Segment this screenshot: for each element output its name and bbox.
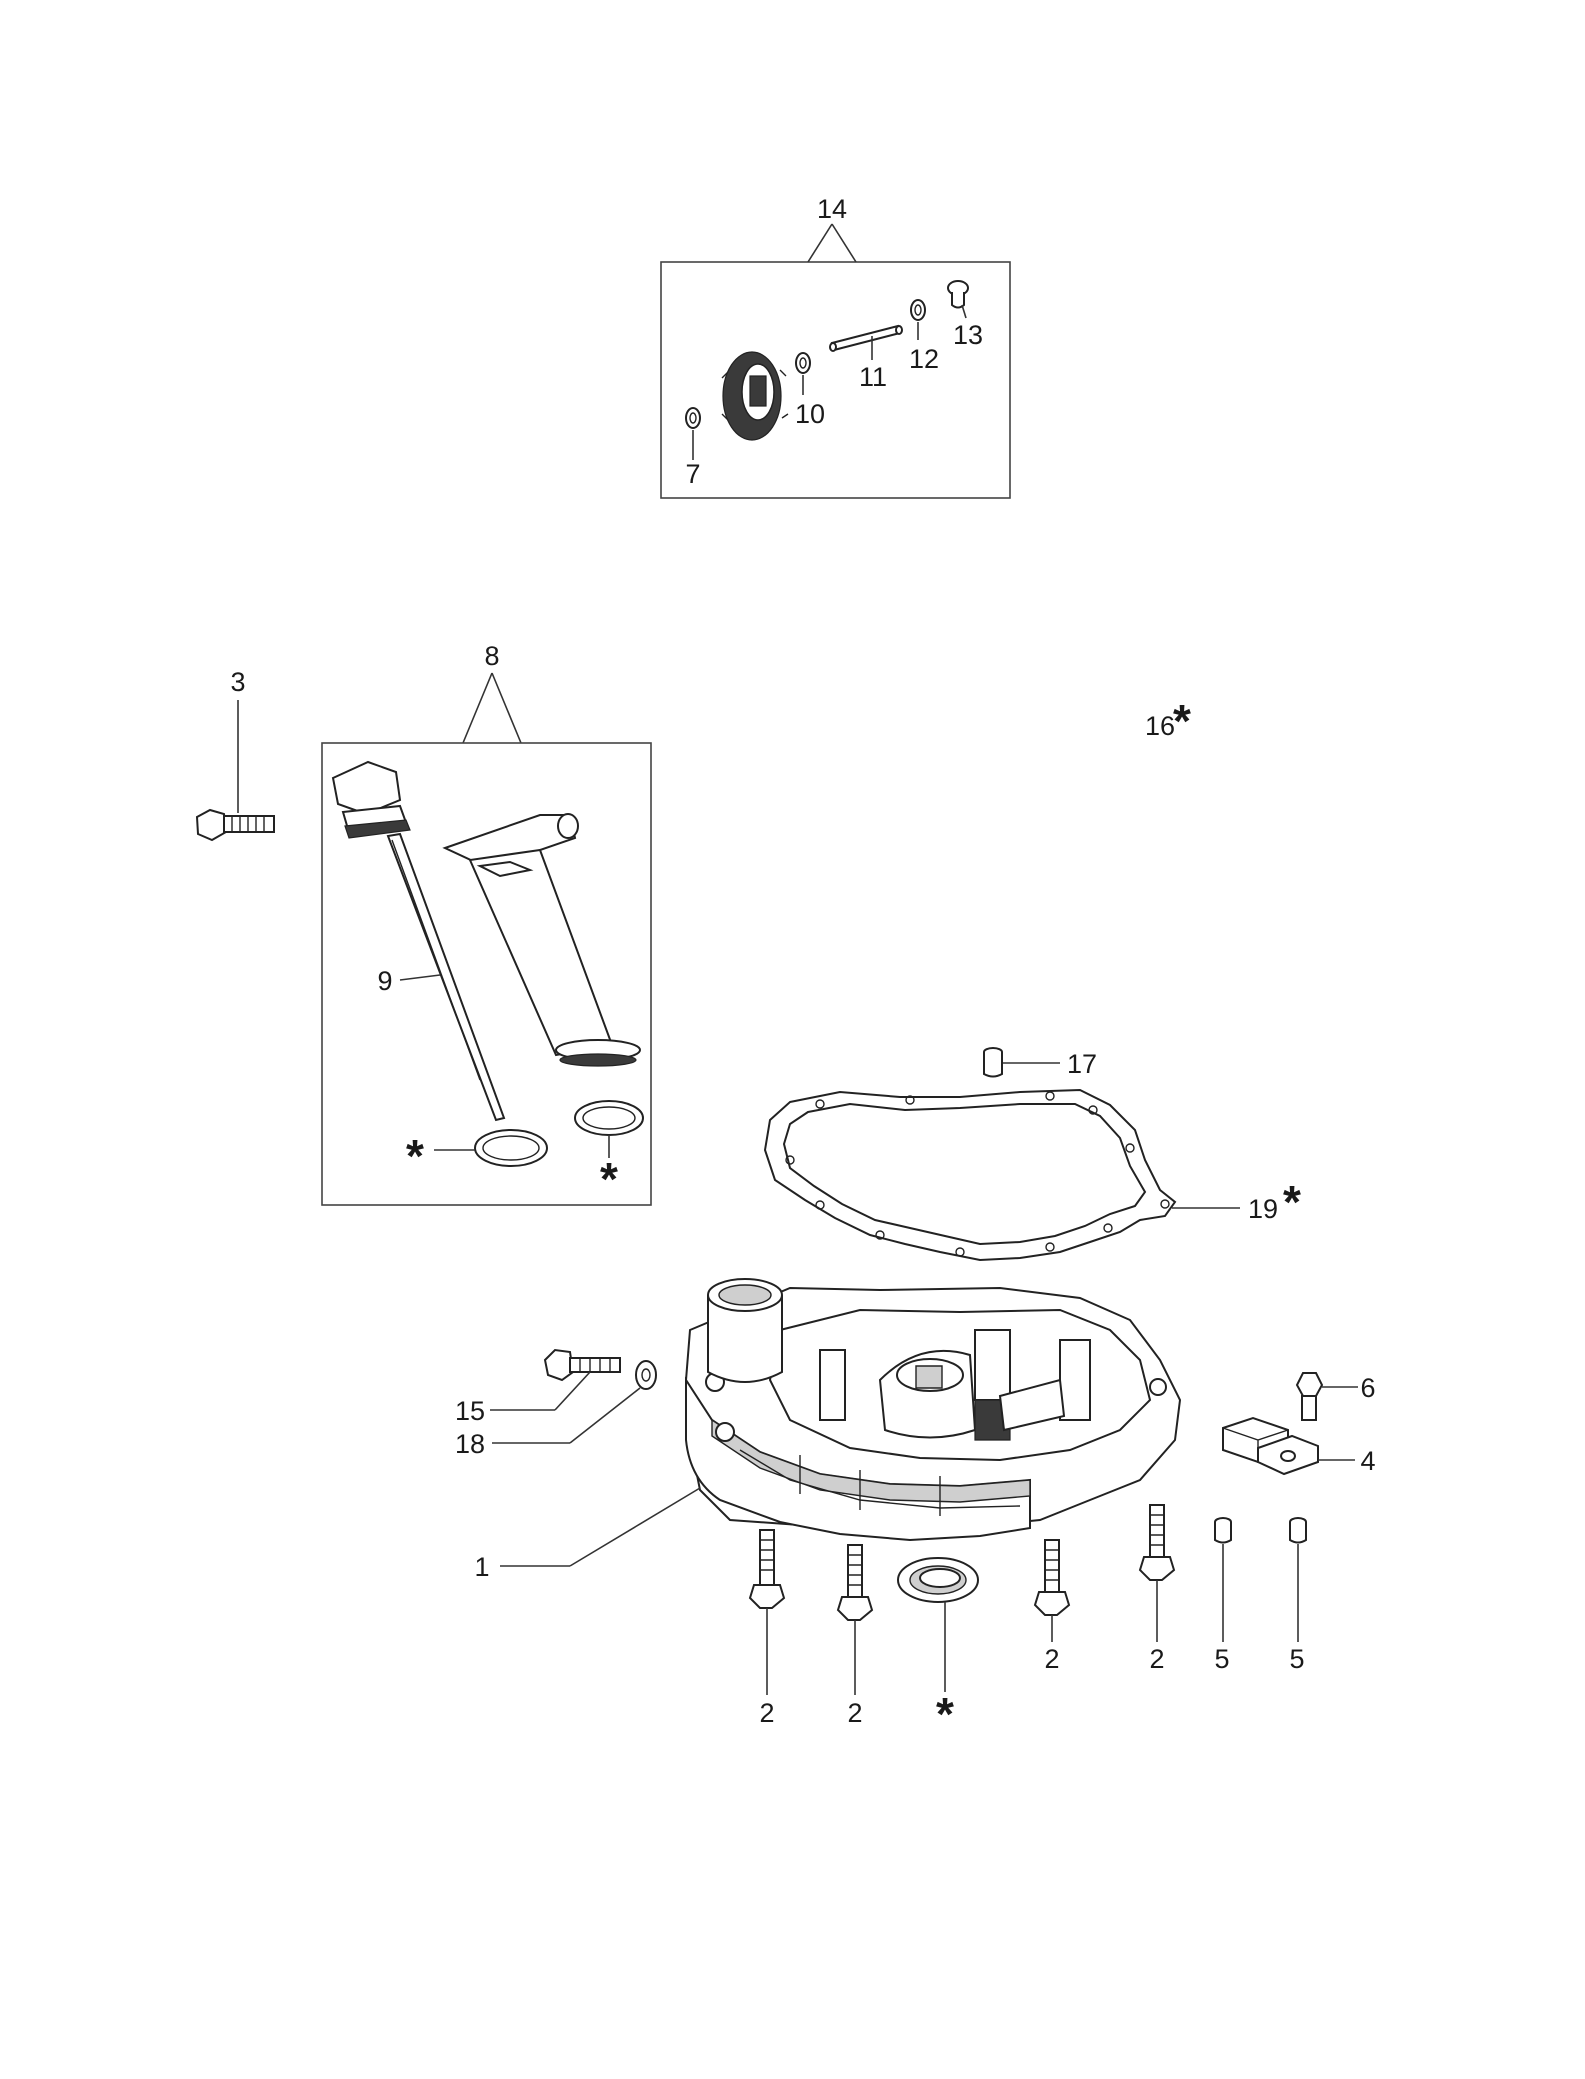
part-17-dowel-top: 17 [983,1047,1097,1079]
label-13: 13 [953,320,983,350]
part-11-shaft: 11 [829,324,903,392]
label-6: 6 [1360,1373,1375,1403]
part-5-dowel-a: 5 [1214,1517,1232,1674]
asterisk-16: * [1173,695,1191,747]
part-19-gasket: 19 * [763,1088,1301,1262]
kit-14-group: 14 7 10 11 [660,194,1011,499]
kit-8-group: 8 9 * [321,641,652,1206]
kit-14-box [660,261,1011,499]
part-4-bracket: 4 [1222,1416,1376,1476]
asterisk-19: * [1283,1176,1301,1228]
label-17a: 17 [1067,1049,1097,1079]
part-1-crankcase-cover: 1 [474,1278,1182,1582]
label-18: 18 [455,1429,485,1459]
part-10-washer: 10 [795,352,825,429]
asterisk-oring-left: * [406,1130,424,1182]
part-18-washer: 18 [455,1360,657,1459]
label-2b: 2 [847,1698,862,1728]
part-9-dipstick: 9 [331,760,506,1122]
label-5b: 5 [1289,1644,1304,1674]
label-2a: 2 [759,1698,774,1728]
part-o-ring-left: * [406,1129,548,1182]
part-3-bolt: 3 [195,667,275,842]
part-7-washer: 7 [685,407,701,489]
part-governor-gear [721,351,789,441]
part-2-bolt-a: 2 [748,1529,786,1728]
label-5a: 5 [1214,1644,1229,1674]
part-2-bolt-d: 2 [1138,1504,1176,1674]
kit-8-box [321,742,652,1206]
label-2d: 2 [1149,1644,1164,1674]
part-2-bolt-b: 2 [836,1544,874,1728]
label-2c: 2 [1044,1644,1059,1674]
part-o-ring-right: * [574,1100,644,1205]
label-7: 7 [685,459,700,489]
label-12: 12 [909,344,939,374]
label-1: 1 [474,1552,489,1582]
label-19: 19 [1248,1194,1278,1224]
label-15: 15 [455,1396,485,1426]
part-15-bolt: 15 [455,1348,621,1426]
part-12-washer: 12 [909,299,939,374]
label-4: 4 [1360,1446,1375,1476]
part-oil-seal: * [897,1557,979,1740]
asterisk-oring-right: * [600,1153,618,1205]
part-6-screw: 6 [1295,1372,1376,1421]
part-dipstick-tube [442,813,641,1067]
label-8: 8 [484,641,499,671]
label-9: 9 [377,966,392,996]
label-14: 14 [817,194,847,224]
part-5-dowel-b: 5 [1289,1517,1307,1674]
asterisk-oil-seal: * [936,1688,954,1740]
part-13-bushing: 13 [947,280,983,350]
label-3: 3 [230,667,245,697]
part-2-bolt-c: 2 [1033,1539,1071,1674]
label-11: 11 [859,362,887,392]
label-16: 16 [1145,711,1175,741]
part-16-label: 16 * [1145,695,1191,747]
label-10: 10 [795,399,825,429]
